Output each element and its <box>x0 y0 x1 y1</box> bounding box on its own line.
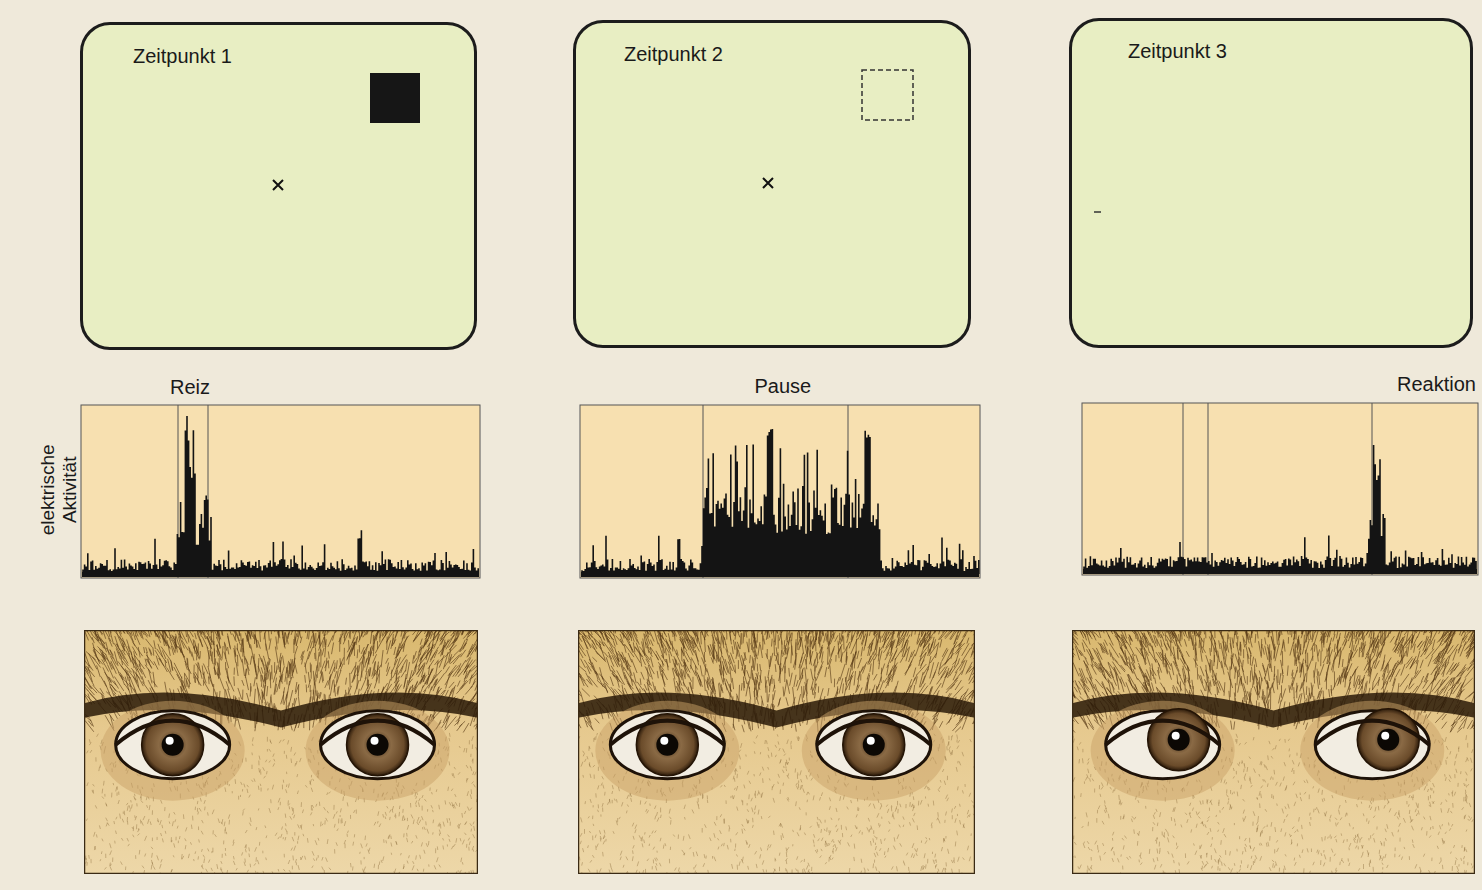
histogram-panel <box>81 405 480 578</box>
time-point-label: Zeitpunkt 3 <box>1128 40 1227 63</box>
eye-highlight <box>867 737 875 745</box>
eye-white <box>817 711 931 779</box>
eyelid <box>321 721 435 745</box>
eye-highlight <box>371 737 379 745</box>
eyelid <box>116 721 230 745</box>
pupil <box>1377 729 1399 751</box>
time-marker <box>1183 403 1184 575</box>
pupil <box>656 734 678 756</box>
time-point-label: Zeitpunkt 1 <box>133 45 232 68</box>
screen-fill <box>1070 19 1472 347</box>
fixation-cross <box>273 180 283 190</box>
eyelid <box>1106 721 1220 745</box>
remembered-square <box>862 70 913 120</box>
eye-panel-border <box>1073 631 1475 874</box>
eye-highlight <box>166 737 174 745</box>
eye-white <box>321 711 435 779</box>
pupil <box>162 734 184 756</box>
iris <box>1148 709 1210 771</box>
fixation-cross <box>763 178 773 188</box>
activity-histogram <box>1082 403 1478 575</box>
screen-content <box>574 21 970 347</box>
eye-socket-shade <box>595 701 739 801</box>
eye-socket-shade <box>1300 701 1444 801</box>
eyelid <box>610 721 724 745</box>
time-marker <box>1208 403 1209 575</box>
spike-bars <box>83 416 478 574</box>
screen-panel: Zeitpunkt 1 <box>80 22 477 350</box>
face-fur <box>578 630 975 874</box>
time-point-label: Zeitpunkt 2 <box>624 43 723 66</box>
monkey-eyes <box>84 630 478 874</box>
histogram-panel <box>580 405 980 578</box>
activity-histogram <box>81 405 480 578</box>
eye-panel-border <box>579 631 975 874</box>
spike-bars <box>582 429 979 574</box>
iris <box>1357 709 1419 771</box>
screen-fill <box>574 21 970 347</box>
eyelid <box>1315 721 1429 745</box>
screen-panel: Zeitpunkt 2 <box>573 20 971 348</box>
face-fur <box>1072 630 1475 874</box>
activity-histogram <box>580 405 980 578</box>
phase-label: Pause <box>755 375 812 398</box>
phase-label: Reaktion <box>1397 373 1476 396</box>
eyelid <box>817 721 931 745</box>
histogram-panel <box>1082 403 1478 575</box>
screen-content <box>1070 19 1472 347</box>
eye-highlight <box>660 737 668 745</box>
baseline-band <box>581 572 979 577</box>
spike-bars <box>1084 445 1476 571</box>
monkey-eyes <box>1072 630 1475 874</box>
eye-socket-shade <box>306 701 450 801</box>
pupil <box>863 734 885 756</box>
pupil <box>367 734 389 756</box>
eye-panel-border <box>85 631 478 874</box>
monkey-eyes <box>578 630 975 874</box>
screen-dash <box>1094 211 1101 213</box>
screen-content <box>81 23 476 349</box>
eye-socket-shade <box>101 701 245 801</box>
baseline-band <box>1083 569 1477 574</box>
screen-panel: Zeitpunkt 3 <box>1069 18 1473 348</box>
stimulus-square <box>370 73 420 123</box>
eye-highlight <box>1172 732 1180 740</box>
eye-socket-shade <box>802 701 946 801</box>
eye-white <box>116 711 230 779</box>
eye-socket-shade <box>1091 701 1235 801</box>
screen-fill <box>81 23 476 349</box>
baseline-band <box>82 572 479 577</box>
phase-label: Reiz <box>170 376 210 399</box>
axis-label: elektrische Aktivität <box>37 434 81 546</box>
pupil <box>1168 729 1190 751</box>
eye-highlight <box>1381 732 1389 740</box>
eye-white <box>610 711 724 779</box>
